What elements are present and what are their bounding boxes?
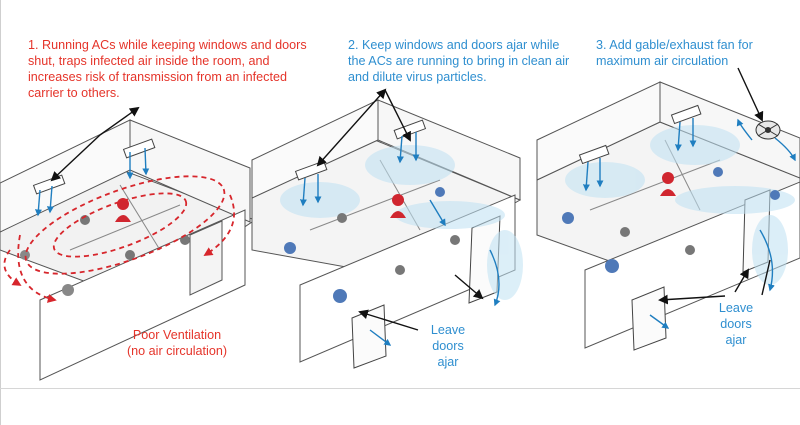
room-with-exhaust-fan [536, 81, 800, 351]
fresh-airflow [299, 132, 501, 346]
occupant [337, 213, 347, 223]
occupant [125, 250, 135, 260]
ac-unit [122, 138, 156, 159]
caption-step-2: 2. Keep windows and doors ajar while the… [348, 38, 570, 84]
occupant [62, 284, 74, 296]
occupant [605, 259, 619, 273]
occupant [770, 190, 780, 200]
occupant [333, 289, 347, 303]
leave-doors-ajar-line-2: doors [432, 339, 464, 353]
poor-ventilation-line-2: (no air circulation) [126, 344, 228, 358]
cubicle-divider [119, 184, 161, 251]
pointer-arrow [50, 134, 101, 182]
exhaust-fan-icon [755, 120, 781, 140]
cubicle-divider [309, 179, 441, 231]
pointer-arrow [316, 88, 387, 167]
occupant [450, 235, 460, 245]
occupant [620, 227, 630, 237]
leave-doors-ajar-label: Leave doors ajar [418, 322, 478, 370]
pointer-arrow [737, 67, 764, 122]
infected-occupant [392, 194, 404, 206]
pointer-arrow [358, 309, 419, 331]
pointer-arrow [734, 268, 749, 293]
cubicle-divider [589, 159, 721, 211]
pointer-arrow [658, 294, 726, 305]
leave-doors-ajar-line-1: Leave [430, 323, 466, 337]
caption-step-3: 3. Add gable/exhaust fan for maximum air… [596, 38, 753, 68]
ac-unit [578, 144, 610, 165]
cubicle-divider [69, 204, 181, 251]
pointer-arrow [384, 89, 411, 142]
door-closed [189, 220, 223, 296]
fresh-airflow [582, 118, 796, 329]
ac-airflow [34, 147, 150, 217]
pointer-arrow [454, 274, 484, 300]
infected-occupant [117, 198, 129, 210]
room-poor-ventilation [0, 119, 257, 381]
infected-occupant [662, 172, 674, 184]
door-ajar [631, 286, 667, 351]
occupant [713, 167, 723, 177]
infected-occupant-body [660, 189, 676, 196]
leave-doors-ajar-fan-line-2: doors [720, 317, 752, 331]
pointer-arrow [761, 259, 771, 296]
caption-step-1: 1. Running ACs while keeping windows and… [28, 38, 307, 100]
occupant [395, 265, 405, 275]
leave-doors-ajar-fan-line-3: ajar [725, 333, 747, 347]
ac-unit [393, 119, 427, 140]
leave-doors-ajar-fan-line-1: Leave [718, 301, 754, 315]
poor-ventilation-label: Poor Ventilation (no air circulation) [102, 327, 252, 359]
pointer-arrow [99, 106, 140, 136]
leave-doors-ajar-label-fan: Leave doors ajar [706, 300, 766, 348]
leave-doors-ajar-line-3: ajar [437, 355, 459, 369]
occupant [20, 250, 30, 260]
infected-occupant-body [390, 211, 406, 218]
occupant [435, 187, 445, 197]
poor-ventilation-line-1: Poor Ventilation [132, 328, 222, 342]
occupant [284, 242, 296, 254]
door-ajar [351, 304, 387, 369]
ac-unit [670, 104, 702, 125]
occupant [562, 212, 574, 224]
infected-occupant-body [115, 215, 131, 222]
occupant [685, 245, 695, 255]
trapped-air-swirl [3, 175, 235, 303]
room-doors-ajar [251, 99, 523, 369]
bottom-rule [0, 388, 800, 389]
